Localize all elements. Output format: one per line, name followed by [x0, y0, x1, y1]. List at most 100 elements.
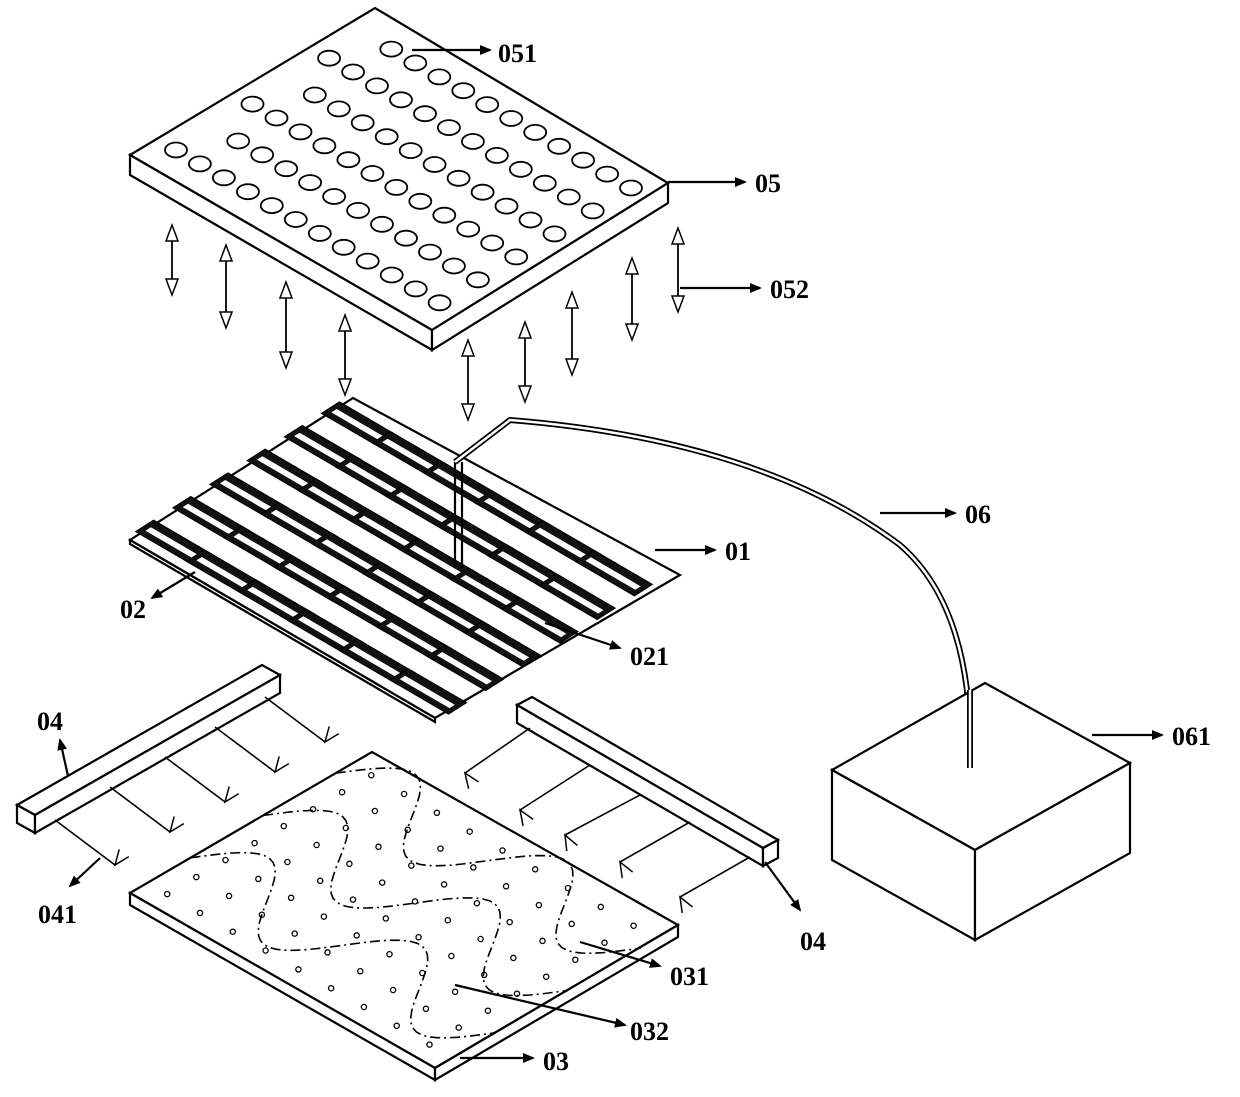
hole — [520, 213, 542, 228]
hole — [266, 111, 288, 126]
dot — [478, 936, 483, 941]
dot — [252, 841, 257, 846]
middle-board-01 — [130, 398, 680, 722]
hole — [405, 281, 427, 296]
bottom-plate-03 — [130, 752, 678, 1080]
label-02: 02 — [120, 595, 146, 624]
label-041: 041 — [38, 900, 77, 929]
hole — [237, 184, 259, 199]
hole — [548, 139, 570, 154]
dot — [467, 829, 472, 834]
dot — [544, 974, 549, 979]
hole — [486, 148, 508, 163]
arrow-head-up — [462, 340, 474, 356]
hole — [304, 88, 326, 103]
label-061: 061 — [1172, 722, 1211, 751]
dot — [423, 1006, 428, 1011]
dot — [230, 929, 235, 934]
dot — [402, 791, 407, 796]
arrow-head-down — [166, 279, 178, 295]
hole — [505, 249, 527, 264]
hole — [404, 56, 426, 71]
arrow-head-down — [220, 312, 232, 328]
dot — [321, 914, 326, 919]
dot — [289, 895, 294, 900]
hole — [428, 69, 450, 84]
arrow-head-up — [566, 292, 578, 308]
label-06: 06 — [965, 500, 991, 529]
dot — [285, 859, 290, 864]
arrow-head-down — [519, 386, 531, 402]
dot — [394, 1023, 399, 1028]
dot — [350, 897, 355, 902]
hole — [352, 115, 374, 130]
hole — [419, 245, 441, 260]
bar-04-left — [17, 665, 280, 833]
dot — [573, 957, 578, 962]
hole — [342, 65, 364, 80]
label-05: 05 — [755, 169, 781, 198]
label-031: 031 — [670, 962, 709, 991]
dot — [434, 810, 439, 815]
hole — [366, 78, 388, 93]
hole — [376, 129, 398, 144]
arrow-head-down — [339, 379, 351, 395]
arrow-head-up — [166, 225, 178, 241]
hole — [472, 185, 494, 200]
hole — [299, 175, 321, 190]
dot — [318, 878, 323, 883]
arrow-head-up — [672, 228, 684, 244]
dot — [598, 904, 603, 909]
arrow-head-up — [339, 315, 351, 331]
hole — [165, 143, 187, 158]
top-plate-05 — [130, 8, 668, 350]
hole — [596, 167, 618, 182]
dot — [263, 948, 268, 953]
dot — [325, 950, 330, 955]
hole — [251, 147, 273, 162]
box-061 — [832, 683, 1130, 940]
dot — [533, 867, 538, 872]
hole — [400, 143, 422, 158]
hole — [496, 199, 518, 214]
dot — [471, 865, 476, 870]
hole — [333, 240, 355, 255]
dot — [256, 876, 261, 881]
label-032: 032 — [630, 1017, 669, 1046]
label-04-left: 04 — [37, 707, 63, 736]
hole — [457, 222, 479, 237]
arrow-head-down — [462, 404, 474, 420]
dot — [380, 880, 385, 885]
dot — [296, 967, 301, 972]
dot — [197, 910, 202, 915]
hole — [242, 97, 264, 112]
dot — [485, 1008, 490, 1013]
arrow-head-down — [566, 359, 578, 375]
hole — [524, 125, 546, 140]
dot — [427, 1042, 432, 1047]
dot — [376, 844, 381, 849]
dot — [449, 953, 454, 958]
arrow-head-up — [220, 245, 232, 261]
dot — [227, 893, 232, 898]
dot — [442, 882, 447, 887]
arrow-head-up — [280, 282, 292, 298]
hole — [443, 259, 465, 274]
dot — [387, 952, 392, 957]
dot — [292, 931, 297, 936]
hole — [337, 152, 359, 167]
hole — [438, 120, 460, 135]
dot — [194, 875, 199, 880]
dot — [445, 918, 450, 923]
hole — [572, 153, 594, 168]
hole — [620, 181, 642, 196]
arrow-head-down — [626, 324, 638, 340]
hole — [328, 101, 350, 116]
arrow-head-up — [626, 258, 638, 274]
hole — [433, 208, 455, 223]
dot — [540, 938, 545, 943]
bar-04-right — [517, 697, 778, 866]
dot — [511, 955, 516, 960]
hole — [462, 134, 484, 149]
